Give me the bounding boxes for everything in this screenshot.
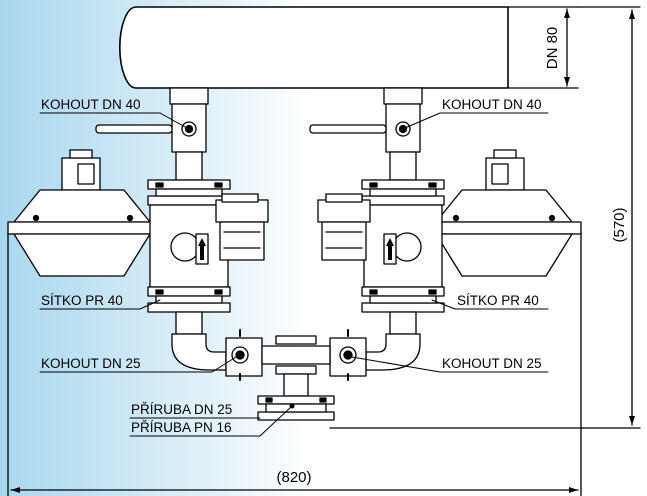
dimension-dn80: DN 80 (544, 27, 561, 70)
dimension-height: (570) (611, 207, 628, 242)
width-dimension (7, 231, 582, 496)
central-tee (257, 335, 335, 421)
label-kohout-dn25-left: KOHOUT DN 25 (41, 356, 141, 371)
label-sitko-right: SÍTKO PR 40 (457, 293, 539, 308)
header-pipe (119, 6, 509, 89)
label-kohout-dn40-right: KOHOUT DN 40 (442, 97, 542, 112)
leader-lines (39, 112, 549, 437)
label-kohout-dn25-right: KOHOUT DN 25 (442, 356, 542, 371)
dimension-width: (820) (276, 469, 311, 486)
label-priruba-pn: PŘÍRUBA PN 16 (131, 420, 232, 435)
label-sitko-left: SÍTKO PR 40 (41, 293, 123, 308)
right-branch (309, 87, 582, 381)
height-dimension (329, 6, 641, 429)
label-priruba-dn: PŘÍRUBA DN 25 (131, 402, 232, 417)
dn80-dimension (507, 6, 579, 89)
label-kohout-dn40-left: KOHOUT DN 40 (41, 97, 141, 112)
left-branch (7, 87, 269, 381)
